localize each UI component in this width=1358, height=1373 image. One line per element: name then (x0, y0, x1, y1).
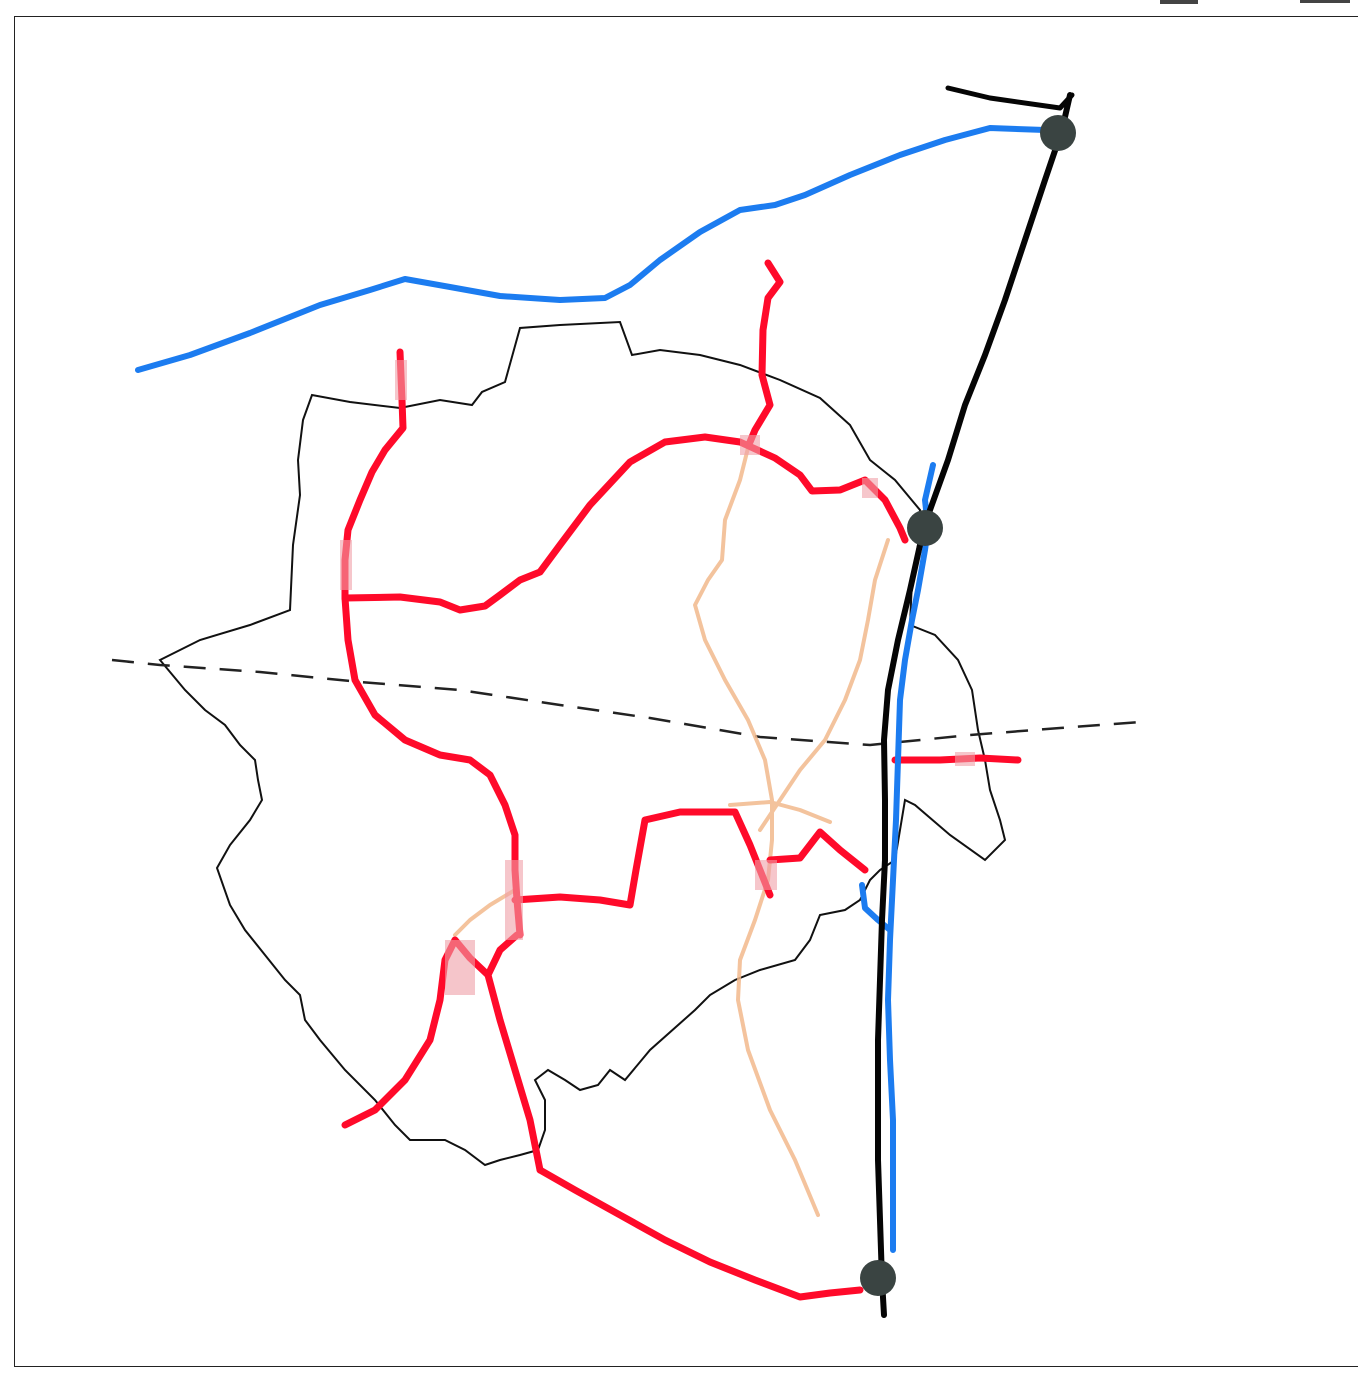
district-boundary (158, 320, 1007, 1167)
joint-mark (740, 435, 760, 455)
junction-node-middle[interactable] (907, 510, 943, 546)
red-road-north-spur (746, 259, 784, 446)
joint-mark (340, 540, 352, 590)
red-road-southwest (484, 931, 544, 1174)
orange-minor-tracks (453, 438, 890, 1217)
junction-node-north[interactable] (1040, 115, 1076, 151)
corner-mark-left (1160, 0, 1198, 4)
joint-mark (862, 478, 878, 498)
red-road-northern-loop (341, 433, 909, 614)
red-road-central-east (766, 828, 869, 874)
red-road-west-arc (341, 594, 524, 939)
rail-main-line (875, 92, 1073, 1318)
joint-mark (505, 860, 523, 940)
red-road-south-curve (536, 1166, 864, 1301)
minor-track-north-south (693, 438, 820, 1217)
minor-track-southwest (453, 888, 517, 937)
joint-mark (955, 752, 975, 766)
black-rail-line (875, 85, 1075, 1318)
joint-mark (395, 360, 407, 400)
dashed-divider-line (111, 658, 1141, 747)
red-road-west-north-spur (341, 348, 407, 602)
blue-routes (135, 125, 1048, 1253)
minor-track-spur (728, 800, 832, 824)
blue-route-north (135, 125, 1048, 373)
joint-mark (755, 860, 777, 890)
rail-north-spur (945, 85, 1075, 111)
road-joint-marks (340, 360, 975, 995)
minor-track-diagonal (758, 538, 890, 832)
red-road-network (341, 259, 1022, 1301)
corner-mark-right (1300, 0, 1350, 3)
map-frame (14, 16, 1358, 1367)
junction-nodes (860, 115, 1076, 1296)
red-road-central (511, 808, 774, 909)
junction-node-south[interactable] (860, 1260, 896, 1296)
joint-mark (445, 940, 475, 995)
